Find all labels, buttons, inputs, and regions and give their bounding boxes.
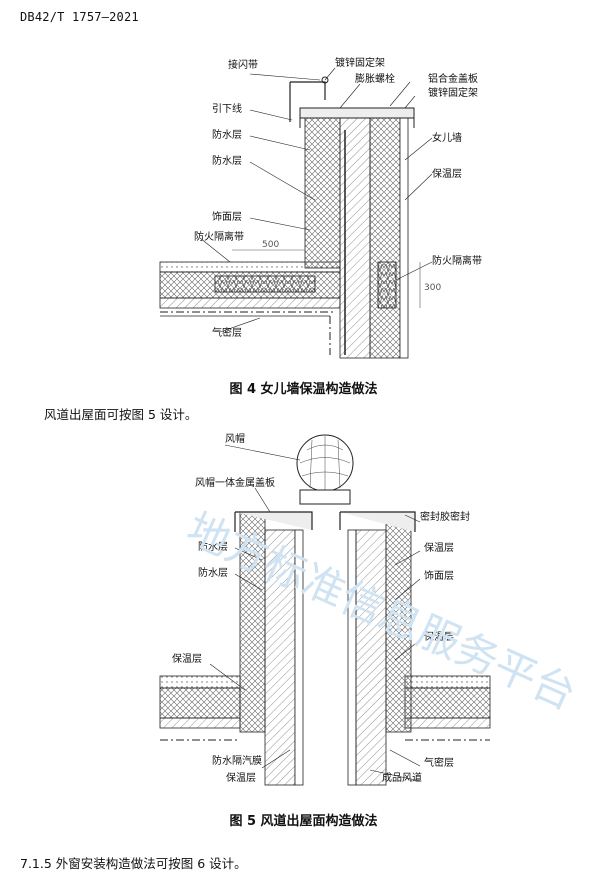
label-nverqiang: 女儿墙: [432, 131, 462, 144]
figure-5-caption: 图 5 风道出屋面构造做法: [229, 814, 378, 829]
label-duxin-guding-top: 镀锌固定架: [335, 56, 385, 69]
dim-500: 500: [262, 240, 279, 250]
label-yinxiaxian: 引下线: [212, 102, 242, 115]
label-mifeng: 密封胶密封: [420, 510, 470, 523]
label-fangshui-2: 防水层: [212, 154, 242, 167]
dim-300: 300: [424, 283, 441, 293]
label-duxin-guding2: 镀锌固定架: [428, 86, 478, 99]
label-baowen: 保温层: [432, 167, 462, 180]
label-shimian-5: 饰面层: [424, 569, 454, 582]
document-id: DB42/T 1757—2021: [20, 10, 139, 24]
label-baowen-5l: 保温层: [172, 652, 202, 665]
label-baowen-5r2: 保温层: [424, 630, 454, 643]
figure-4-drawing: 接闪带 镀锌固定架 膨胀螺栓 铝合金盖板 镀锌固定架 引下线 防水层 防水层 女…: [159, 56, 482, 359]
section-7-1-5: 7.1.5 外窗安装构造做法可按图 6 设计。: [20, 856, 247, 871]
label-pengzhang: 膨胀螺栓: [355, 72, 395, 85]
label-fanghuo-1: 防火隔离带: [194, 230, 244, 243]
label-fengmao-gaiban: 风帽一体金属盖板: [195, 476, 275, 489]
figure-5-drawing: 风帽 风帽一体金属盖板 密封胶密封 防水层 防水层 保温层 饰面层 保温层 保温…: [159, 432, 491, 786]
label-fangshui-gemo: 防水隔汽膜: [212, 754, 262, 767]
label-fangshui-5a: 防水层: [198, 540, 228, 553]
label-fanghuo-2: 防火隔离带: [432, 254, 482, 267]
label-qimi-5: 气密层: [424, 756, 454, 769]
label-baowen-5r1: 保温层: [424, 541, 454, 554]
label-chengpin: 成品风道: [382, 771, 422, 784]
paragraph-duct: 风道出屋面可按图 5 设计。: [44, 407, 198, 422]
label-fangshui-1: 防水层: [212, 128, 242, 141]
label-qimi: 气密层: [212, 326, 242, 339]
label-shimian: 饰面层: [212, 210, 242, 223]
label-jieshandai: 接闪带: [228, 58, 258, 71]
figure-4-caption: 图 4 女儿墙保温构造做法: [229, 382, 378, 397]
label-baowen-5bl: 保温层: [226, 771, 256, 784]
label-lvhejin: 铝合金盖板: [428, 72, 478, 85]
label-fengmao: 风帽: [225, 432, 245, 445]
label-fangshui-5b: 防水层: [198, 566, 228, 579]
